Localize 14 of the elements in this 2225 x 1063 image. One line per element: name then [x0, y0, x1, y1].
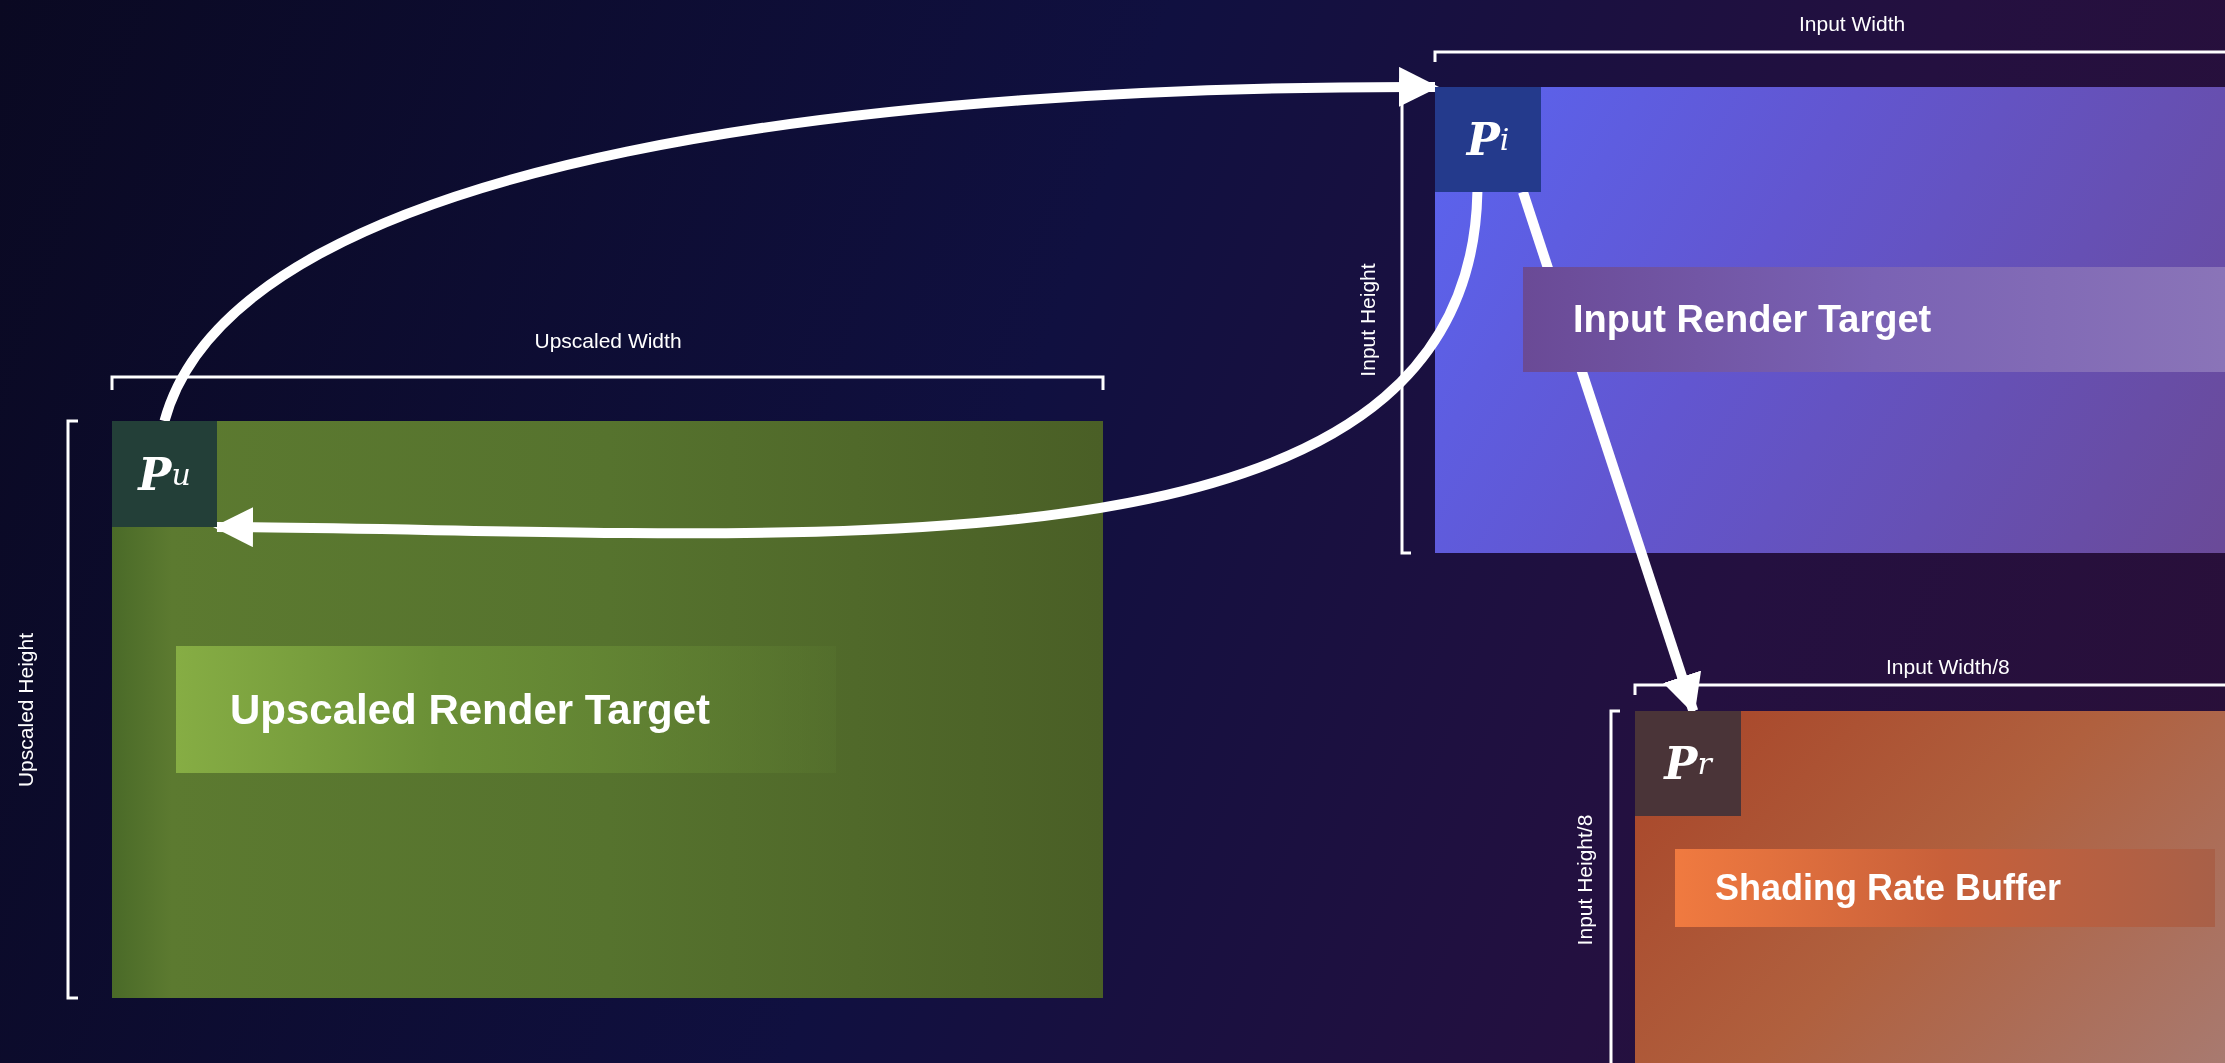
panel-title: Input Render Target [1523, 267, 2225, 372]
render-target-panel [1635, 711, 2225, 1063]
dimension-label: Upscaled Width [534, 329, 682, 353]
dimension-label: Upscaled Height [14, 632, 39, 788]
dimension-label: Input Width [1799, 12, 1906, 36]
dimension-label: Input Width/8 [1886, 655, 2010, 679]
dimension-label: Input Height [1355, 263, 1380, 377]
render-target-panel [112, 421, 1103, 998]
arrow [213, 191, 1483, 548]
panel-title: Shading Rate Buffer [1675, 849, 2215, 927]
dimension-label: Input Height/8 [1572, 814, 1597, 946]
panel-title: Upscaled Render Target [176, 646, 836, 773]
arrow [160, 67, 1439, 424]
render-target-panel [1435, 87, 2225, 553]
